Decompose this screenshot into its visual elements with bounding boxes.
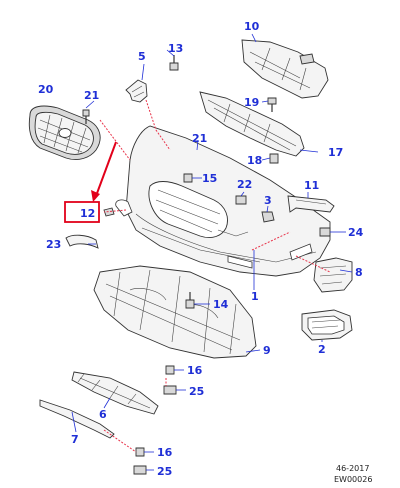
clip-part-15: [183, 173, 193, 183]
nut-part-25a: [163, 385, 177, 395]
nut-part-25b: [133, 465, 147, 475]
callout-12: 12: [80, 207, 95, 220]
callout-9: 9: [263, 344, 271, 357]
lip-trim-part-7: [39, 399, 115, 439]
callout-16a: 16: [187, 364, 203, 377]
callout-22: 22: [237, 178, 252, 191]
highlight-box: [64, 201, 100, 223]
leader-lines: [71, 33, 353, 471]
clip-part-18: [269, 153, 279, 164]
callout-19: 19: [244, 96, 259, 109]
callout-3: 3: [264, 194, 272, 207]
highlight-arrow-head: [91, 190, 100, 202]
highlight-arrow-shaft: [95, 141, 117, 197]
clip-part-24: [319, 227, 331, 237]
callout-20: 20: [38, 83, 54, 96]
screw-part-13: [169, 55, 179, 71]
callout-21a: 21: [84, 89, 99, 102]
beam-part-17: [199, 91, 305, 157]
grommet-part-3: [261, 211, 275, 223]
callout-14: 14: [213, 298, 229, 311]
bracket-part-10: [241, 39, 329, 99]
reference-line-2: EW00026: [334, 475, 372, 484]
screw-part-14: [185, 292, 195, 309]
fastener-part-16a: [165, 365, 175, 375]
callout-18: 18: [247, 154, 262, 167]
clip-part-21a: [82, 109, 90, 124]
callout-10: 10: [244, 20, 260, 33]
undertray-part-9: [93, 265, 257, 359]
plug-part-12: [103, 207, 115, 217]
callout-15: 15: [202, 172, 217, 185]
bracket-part-11: [287, 195, 335, 213]
callout-2: 2: [318, 343, 326, 356]
bezel-part-2: [301, 309, 353, 341]
reference-line-1: 46-2017: [336, 464, 369, 473]
callout-8: 8: [355, 266, 363, 279]
clip-part-19: [267, 97, 277, 112]
callout-5: 5: [138, 50, 146, 63]
lower-grille-part-6: [71, 371, 159, 415]
reference-code: 46-2017 EW00026: [334, 464, 372, 484]
bumper-cover-part-1: [115, 125, 331, 277]
callout-21b: 21: [192, 132, 207, 145]
callout-16b: 16: [157, 446, 173, 459]
bracket-part-5: [125, 79, 148, 103]
callout-numbers: 1 2 3 5 6 7 8 9 10 11 12 13 14 15 16 16 …: [38, 20, 364, 478]
callout-6: 6: [99, 408, 107, 421]
callout-7: 7: [71, 433, 79, 446]
callout-25a: 25: [189, 385, 204, 398]
grille-part-20: [28, 105, 101, 161]
callout-17: 17: [328, 146, 343, 159]
clip-part-22: [235, 195, 247, 205]
trim-part-23: [65, 234, 99, 249]
callout-1: 1: [251, 290, 259, 303]
highlight-annotation: [64, 141, 117, 223]
callout-25b: 25: [157, 465, 172, 478]
callout-13: 13: [168, 42, 183, 55]
callout-24: 24: [348, 226, 364, 239]
callout-23: 23: [46, 238, 61, 251]
fastener-part-16b: [135, 447, 145, 457]
vent-part-8: [313, 257, 353, 293]
callout-11: 11: [304, 179, 319, 192]
